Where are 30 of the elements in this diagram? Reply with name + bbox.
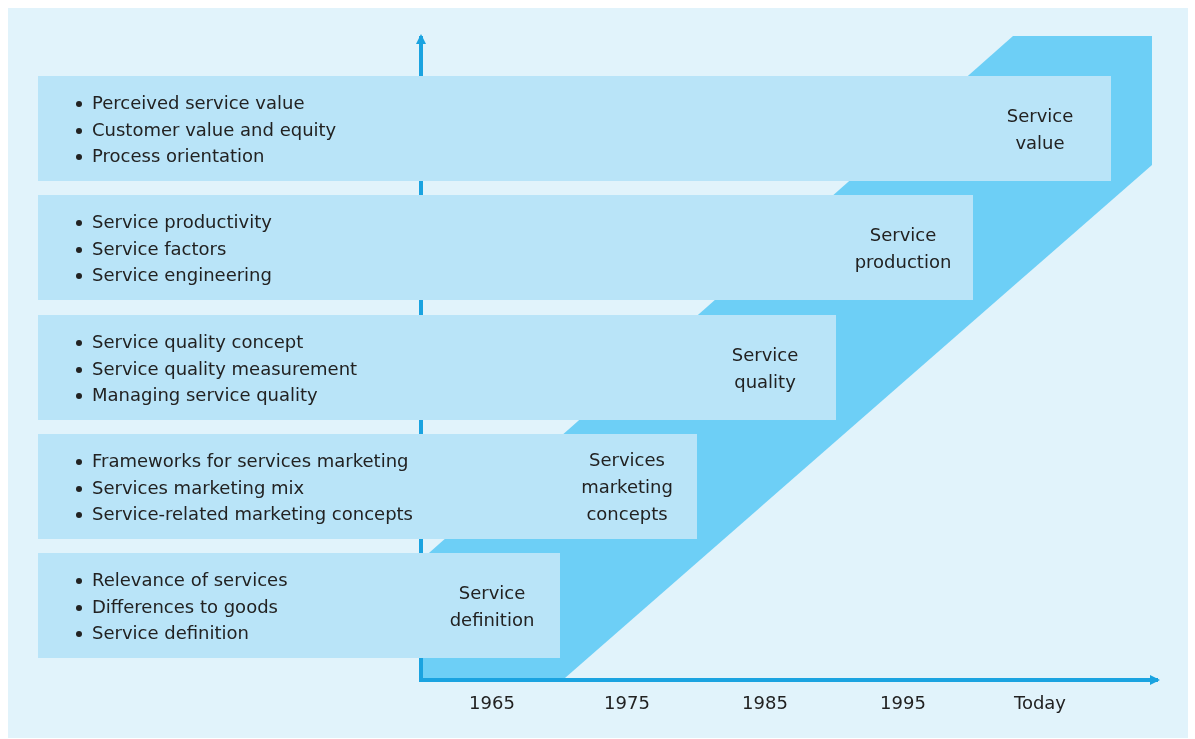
bullet-item: Relevance of services	[92, 569, 288, 590]
topic-band	[38, 195, 973, 300]
topic-band	[38, 315, 836, 420]
axis-tick-label: Today	[1012, 692, 1068, 713]
bullet-item: Managing service quality	[92, 384, 318, 405]
bullet-item: Frameworks for services marketing	[92, 450, 409, 471]
bullet-item: Service-related marketing concepts	[92, 503, 413, 524]
bullet-item: Services marketing mix	[92, 476, 305, 498]
stage-label: Service quality	[730, 342, 800, 394]
bullet-item: Service factors	[92, 237, 227, 259]
bullet-item: Service engineering	[92, 264, 272, 285]
axis-tick-label: 1965	[468, 692, 516, 713]
bullet-item: Perceived service value	[92, 92, 305, 113]
topic-band	[38, 553, 560, 658]
topic-band	[38, 434, 697, 539]
bullet-item: Customer value and equity	[92, 118, 337, 140]
bullet-item: Differences to goods	[92, 595, 278, 617]
stage-label: Services marketing concepts	[580, 448, 674, 526]
axis-tick-label: 1995	[879, 692, 927, 713]
bullet-item: Service quality concept	[92, 331, 304, 352]
topic-band	[38, 76, 1111, 181]
axis-tick-label: 1985	[741, 692, 789, 713]
bullet-item: Service definition	[92, 622, 249, 643]
stage-label: Service value	[1005, 103, 1075, 155]
stage-label: Service production	[853, 222, 953, 274]
bullet-item: Service productivity	[92, 211, 272, 232]
bullet-item: Process orientation	[92, 145, 265, 166]
stage-label: Service definition	[448, 580, 536, 632]
axis-tick-label: 1975	[603, 692, 651, 713]
bullet-item: Service quality measurement	[92, 357, 358, 379]
